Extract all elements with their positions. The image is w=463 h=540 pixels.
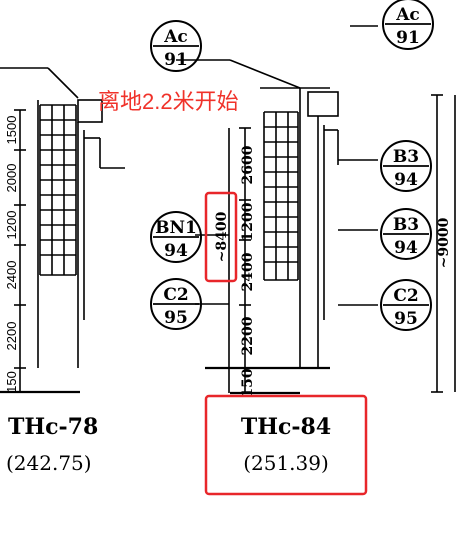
callout-top-text: C2 (393, 286, 418, 306)
left-dim-1200: 1200 (4, 211, 19, 240)
total-height-highlight (204, 191, 238, 283)
start-height-annotation: 离地2.2米开始 (98, 89, 239, 114)
middle-dim-150: 150 (240, 368, 256, 397)
callout-ac-top-right: Ac 91 (382, 0, 434, 50)
callout-c2-middle: C2 95 (150, 278, 202, 330)
callout-bottom-text: 95 (164, 308, 188, 328)
middle-total-height: ~8400 (214, 211, 230, 262)
middle-caption: THc-84 (241, 414, 331, 440)
caption-highlight (204, 394, 368, 496)
middle-unit (176, 59, 339, 395)
callout-bottom-text: 95 (394, 309, 418, 329)
callout-bottom-text: 91 (396, 28, 420, 48)
right-total-height: ~9000 (436, 217, 452, 268)
callout-top-text: Ac (395, 5, 420, 25)
middle-dim-2600: 2600 (240, 145, 256, 184)
callout-top-text: B3 (393, 147, 419, 167)
callout-bn-middle: BN1 94 (150, 211, 202, 263)
middle-elevation: (251.39) (243, 451, 329, 475)
left-dim-2000: 2000 (4, 164, 19, 193)
callout-ac-top-middle: Ac 91 (150, 20, 202, 72)
left-caption: THc-78 (8, 414, 98, 440)
callout-top-text: BN1 (155, 218, 197, 238)
middle-dim-1200: 1200 (240, 202, 256, 241)
left-dim-150: 150 (4, 371, 19, 393)
callout-top-text: Ac (163, 27, 188, 47)
left-unit (0, 67, 125, 394)
left-elevation: (242.75) (6, 451, 92, 475)
callout-b3-right-2: B3 94 (380, 208, 432, 260)
middle-dim-2400: 2400 (240, 252, 256, 291)
left-dim-1500: 1500 (4, 116, 19, 145)
left-dim-2200: 2200 (4, 322, 19, 351)
left-dim-2400: 2400 (4, 261, 19, 290)
callout-top-text: B3 (393, 215, 419, 235)
callout-bottom-text: 94 (164, 241, 188, 261)
callout-c2-right: C2 95 (380, 279, 432, 331)
right-unit (338, 25, 456, 393)
callout-bottom-text: 94 (394, 170, 418, 190)
callout-bottom-text: 94 (394, 238, 418, 258)
callout-b3-right-1: B3 94 (380, 140, 432, 192)
callout-bottom-text: 91 (164, 50, 188, 70)
middle-dim-2200: 2200 (240, 316, 256, 355)
callout-top-text: C2 (163, 285, 188, 305)
